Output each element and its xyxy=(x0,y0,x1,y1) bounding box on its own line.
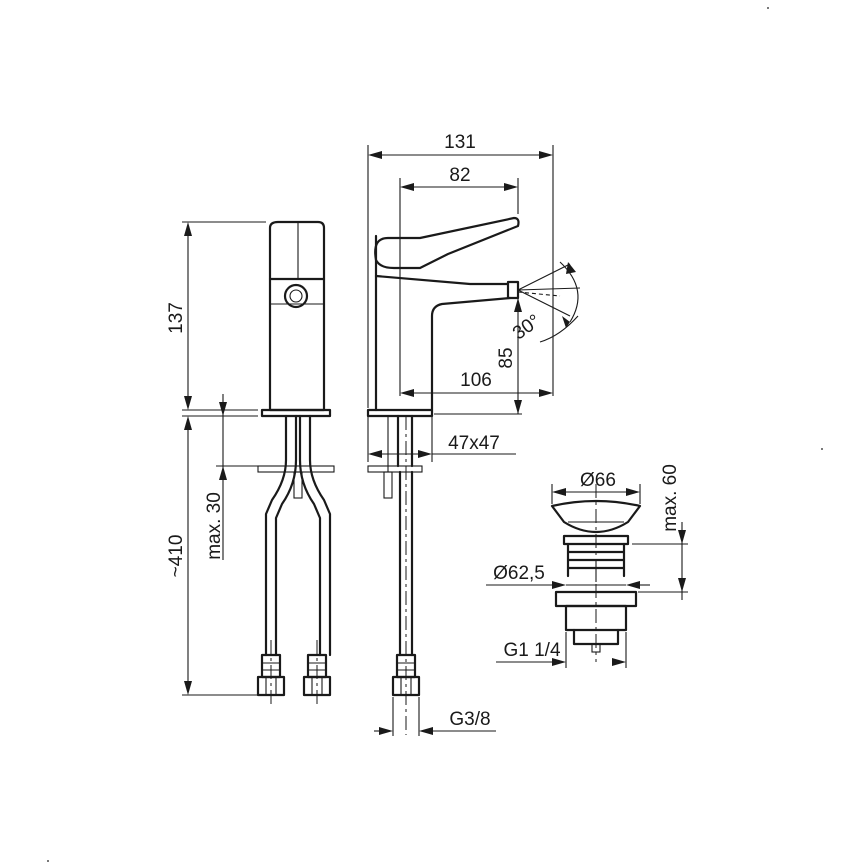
side-hose-left xyxy=(274,414,298,657)
dim-max60: max. 60 xyxy=(632,464,688,600)
front-hose xyxy=(398,470,414,657)
dim-g114: G1 1/4 xyxy=(496,632,627,668)
dim-410: ~410 xyxy=(166,415,258,696)
label-lever-reach: 82 xyxy=(449,165,470,186)
spray-line xyxy=(517,287,581,291)
label-waste-cap-diameter: Ø66 xyxy=(580,470,616,491)
label-waste-max-height: max. 60 xyxy=(660,464,681,532)
dim-131: 131 xyxy=(367,132,554,408)
dim-82: 82 xyxy=(399,165,519,396)
label-hose-thread: G3/8 xyxy=(449,709,490,730)
label-waste-body-diameter: Ø62,5 xyxy=(493,563,545,584)
side-view xyxy=(256,220,335,708)
side-spout-outlet-inner xyxy=(289,289,303,303)
label-swivel-angle: 30° xyxy=(509,311,545,345)
side-hose-left xyxy=(264,414,288,657)
side-hose-right xyxy=(298,414,322,657)
label-base-size: 47x47 xyxy=(448,433,500,454)
dim-47x47: 47x47 xyxy=(367,416,516,462)
corner-mark xyxy=(47,860,49,862)
dim-106: 106 xyxy=(400,370,553,397)
front-washer xyxy=(367,465,423,473)
label-overall-length: 131 xyxy=(444,132,476,153)
front-spout xyxy=(374,274,510,286)
corner-mark xyxy=(767,7,769,9)
label-side-height: 137 xyxy=(166,302,187,334)
front-lever xyxy=(374,216,520,270)
side-spout-outlet xyxy=(283,283,309,309)
label-spout-height: 85 xyxy=(496,347,517,368)
spray-line xyxy=(517,263,571,291)
dim-85: 85 xyxy=(434,298,522,415)
label-spout-reach: 106 xyxy=(460,370,492,391)
waste-cap xyxy=(550,499,642,534)
dim-62-5: Ø62,5 xyxy=(486,563,650,589)
spray-line xyxy=(517,289,571,317)
dim-66: Ø66 xyxy=(551,470,641,504)
label-max-deck-thickness: max. 30 xyxy=(204,492,225,560)
waste-valve xyxy=(550,484,642,662)
front-base-plate xyxy=(366,408,434,418)
dim-max30: max. 30 xyxy=(204,394,258,560)
front-spout-tip xyxy=(506,280,520,300)
label-hose-length: ~410 xyxy=(166,535,187,578)
side-threaded-rod xyxy=(293,471,303,499)
front-body xyxy=(374,234,512,412)
side-hose-right xyxy=(308,414,332,657)
label-waste-thread: G1 1/4 xyxy=(503,640,560,661)
side-body xyxy=(268,220,326,412)
front-shaft xyxy=(396,414,414,468)
dim-g38: G3/8 xyxy=(374,697,496,736)
front-threaded-rod xyxy=(383,471,393,499)
dim-137: 137 xyxy=(166,221,266,411)
corner-mark xyxy=(821,448,823,450)
